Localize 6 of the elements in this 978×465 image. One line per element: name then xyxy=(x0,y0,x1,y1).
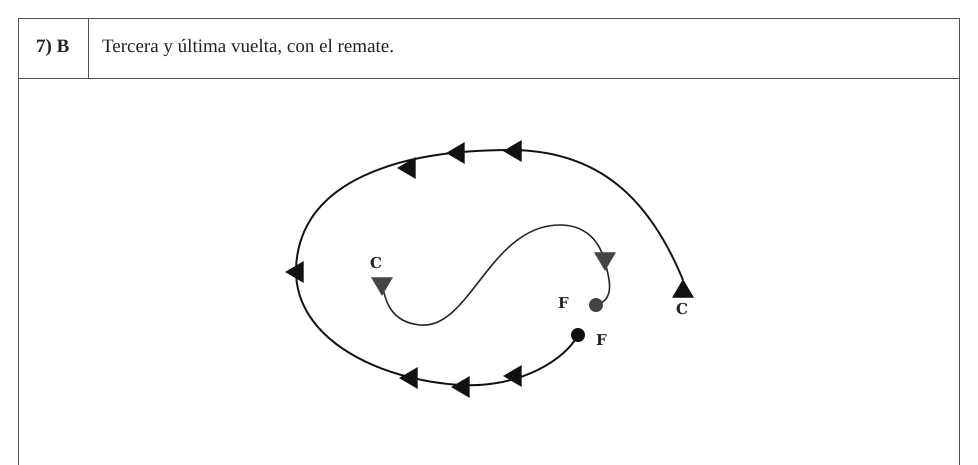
step-description: Tercera y última vuelta, con el remate. xyxy=(102,36,394,58)
point-letter: C xyxy=(370,256,382,271)
point-letter: F xyxy=(558,296,569,311)
step-number: 7) B xyxy=(36,36,70,58)
point-letter: C xyxy=(676,302,688,317)
point-letter: F xyxy=(596,333,607,348)
